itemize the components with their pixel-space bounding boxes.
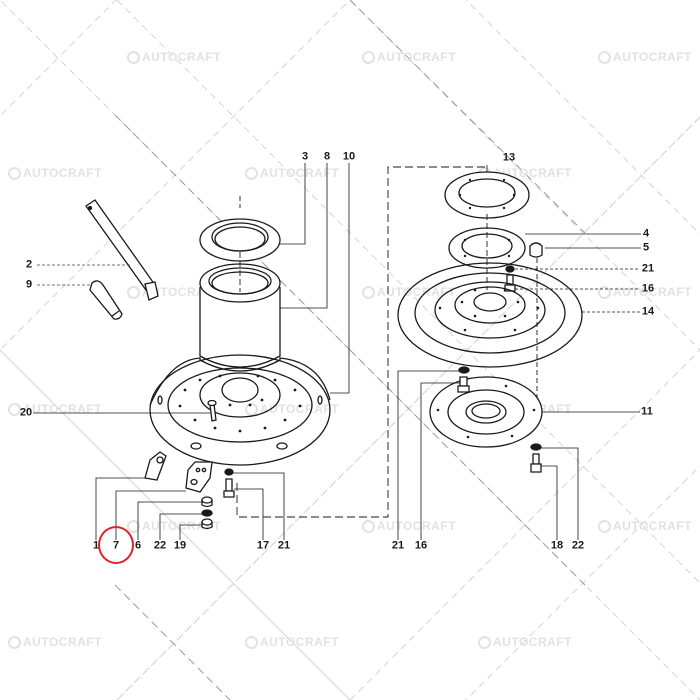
rotor-disc-part-14 (397, 262, 583, 368)
watermark-text: AUTOCRAFT (613, 285, 692, 299)
washer-part-22-right (530, 443, 542, 451)
watermark-text: AUTOCRAFT (613, 519, 692, 533)
watermark-logo-icon (8, 402, 21, 416)
callout-part-6[interactable]: 6 (134, 539, 142, 552)
blade-plate-part-1 (144, 451, 167, 481)
watermark-text: AUTOCRAFT (260, 402, 339, 416)
callout-part-21[interactable]: 21 (277, 539, 291, 552)
watermark-logo-icon (598, 519, 611, 533)
watermark-logo-icon (8, 166, 21, 180)
washer-part-21-left (224, 468, 234, 476)
watermark-logo-icon (245, 166, 258, 180)
callout-part-21[interactable]: 21 (391, 539, 405, 552)
callout-part-21[interactable]: 21 (641, 262, 655, 275)
watermark-logo-icon (245, 635, 258, 649)
bolt-part-17 (223, 478, 235, 498)
cylinder-part-8 (199, 252, 281, 368)
watermark-logo-icon (8, 635, 21, 649)
callout-part-14[interactable]: 14 (641, 305, 655, 318)
callout-part-10[interactable]: 10 (342, 150, 356, 163)
autocraft-watermark: AUTOCRAFT (8, 166, 102, 180)
watermark-text: AUTOCRAFT (260, 166, 339, 180)
callout-part-9[interactable]: 9 (25, 278, 33, 291)
watermark-text: AUTOCRAFT (23, 166, 102, 180)
callout-part-8[interactable]: 8 (323, 150, 331, 163)
hub-flange-part-11 (429, 376, 543, 448)
washer-part-22 (201, 509, 213, 517)
autocraft-watermark: AUTOCRAFT (245, 166, 339, 180)
watermark-text: AUTOCRAFT (493, 635, 572, 649)
bolt-part-16-right-bottom (457, 376, 470, 393)
callout-part-17[interactable]: 17 (256, 539, 270, 552)
autocraft-watermark: AUTOCRAFT (8, 402, 102, 416)
callout-part-18[interactable]: 18 (550, 539, 564, 552)
callout-part-4[interactable]: 4 (642, 227, 650, 240)
watermark-text: AUTOCRAFT (23, 635, 102, 649)
autocraft-watermark: AUTOCRAFT (362, 519, 456, 533)
upper-flange-ring-part-13 (444, 171, 530, 219)
watermark-logo-icon (362, 50, 375, 64)
nut-part-19 (201, 518, 213, 530)
callout-part-22[interactable]: 22 (153, 539, 167, 552)
watermark-logo-icon (127, 519, 140, 533)
callout-part-20[interactable]: 20 (19, 406, 33, 419)
watermark-logo-icon (598, 50, 611, 64)
crank-handle-part-2 (85, 199, 159, 301)
autocraft-watermark: AUTOCRAFT (598, 50, 692, 64)
bolt-part-18 (530, 453, 542, 473)
top-ring-part-3 (199, 196, 281, 262)
watermark-text: AUTOCRAFT (260, 635, 339, 649)
watermark-text: AUTOCRAFT (377, 50, 456, 64)
autocraft-watermark: AUTOCRAFT (8, 635, 102, 649)
watermark-text: AUTOCRAFT (377, 519, 456, 533)
autocraft-watermark: AUTOCRAFT (245, 635, 339, 649)
watermark-text: AUTOCRAFT (377, 285, 456, 299)
callout-part-19[interactable]: 19 (173, 539, 187, 552)
bolt-part-20 (207, 399, 217, 422)
autocraft-watermark: AUTOCRAFT (598, 285, 692, 299)
callout-part-3[interactable]: 3 (301, 150, 309, 163)
watermark-text: AUTOCRAFT (23, 402, 102, 416)
callout-part-2[interactable]: 2 (25, 258, 33, 271)
autocraft-watermark: AUTOCRAFT (245, 402, 339, 416)
autocraft-watermark: AUTOCRAFT (362, 50, 456, 64)
callout-part-16[interactable]: 16 (641, 282, 655, 295)
callout-part-5[interactable]: 5 (642, 241, 650, 254)
callout-part-13[interactable]: 13 (502, 151, 516, 164)
autocraft-watermark: AUTOCRAFT (362, 285, 456, 299)
nut-part-6 (201, 496, 213, 508)
autocraft-watermark: AUTOCRAFT (127, 50, 221, 64)
watermark-logo-icon (127, 285, 140, 299)
watermark-logo-icon (362, 519, 375, 533)
watermark-text: AUTOCRAFT (142, 50, 221, 64)
watermark-logo-icon (127, 50, 140, 64)
autocraft-watermark: AUTOCRAFT (598, 519, 692, 533)
highlight-circle-part-7 (98, 526, 134, 564)
grip-part-9 (89, 280, 123, 320)
autocraft-watermark: AUTOCRAFT (478, 635, 572, 649)
callout-part-11[interactable]: 11 (641, 405, 653, 418)
washer-part-21-right-bottom (458, 366, 470, 374)
watermark-logo-icon (478, 635, 491, 649)
watermark-text: AUTOCRAFT (142, 519, 221, 533)
autocraft-watermark: AUTOCRAFT (127, 519, 221, 533)
callout-part-22[interactable]: 22 (571, 539, 585, 552)
cap-part-5 (529, 242, 543, 258)
watermark-logo-icon (362, 285, 375, 299)
watermark-logo-icon (245, 402, 258, 416)
watermark-logo-icon (598, 285, 611, 299)
blade-bracket-part-7 (185, 461, 213, 493)
callout-part-1[interactable]: 1 (92, 539, 100, 552)
washer-part-21-right-top (505, 265, 515, 273)
callout-part-16[interactable]: 16 (414, 539, 428, 552)
base-disc-part-10 (149, 354, 331, 466)
watermark-text: AUTOCRAFT (613, 50, 692, 64)
